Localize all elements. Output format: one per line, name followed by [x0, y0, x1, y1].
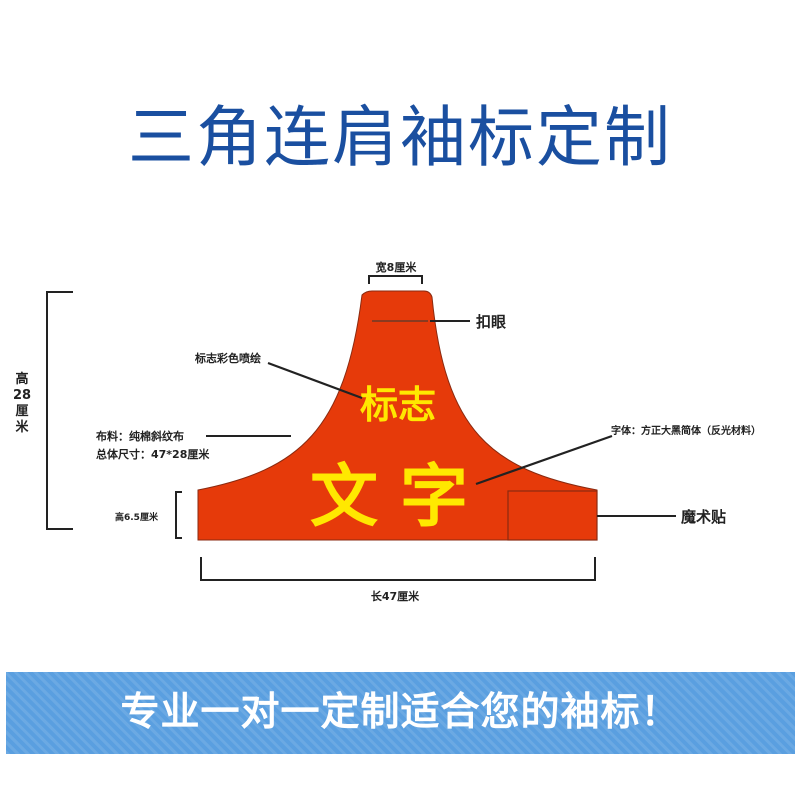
logo-print-label: 标志彩色喷绘	[194, 351, 261, 365]
height-bottom-bracket	[175, 491, 182, 539]
promo-banner: 专业一对一定制适合您的袖标！	[6, 672, 795, 754]
promo-banner-text: 专业一对一定制适合您的袖标！	[120, 690, 681, 735]
page-title: 三角连肩袖标定制	[128, 99, 672, 176]
width-bracket	[368, 275, 423, 284]
font-note-leader	[475, 434, 613, 486]
height-total-label-3: 厘	[15, 404, 28, 419]
armband-patch-shape	[197, 290, 598, 541]
velcro-area	[507, 490, 598, 541]
length-label: 长47厘米	[371, 589, 420, 603]
logo-print-leader	[267, 361, 363, 400]
height-total-bracket	[46, 291, 73, 530]
font-note-label: 字体：方正大黑简体（反光材料）	[611, 424, 761, 437]
patch-logo-text: 标志	[360, 383, 436, 427]
length-bracket	[200, 557, 596, 581]
fabric-label: 布料：纯棉斜纹布	[96, 429, 184, 443]
patch-main-text: 文字	[310, 458, 490, 537]
width-label: 宽8厘米	[375, 260, 418, 274]
eyelet-label: 扣眼	[476, 313, 506, 331]
height-bottom-label: 高6.5厘米	[115, 511, 159, 523]
height-total-label-1: 高	[15, 371, 28, 387]
velcro-label: 魔术贴	[681, 508, 726, 526]
overall-size-label: 总体尺寸：47*28厘米	[96, 447, 210, 461]
height-total-label-4: 米	[15, 419, 29, 435]
height-total-label-2: 28	[13, 388, 31, 403]
